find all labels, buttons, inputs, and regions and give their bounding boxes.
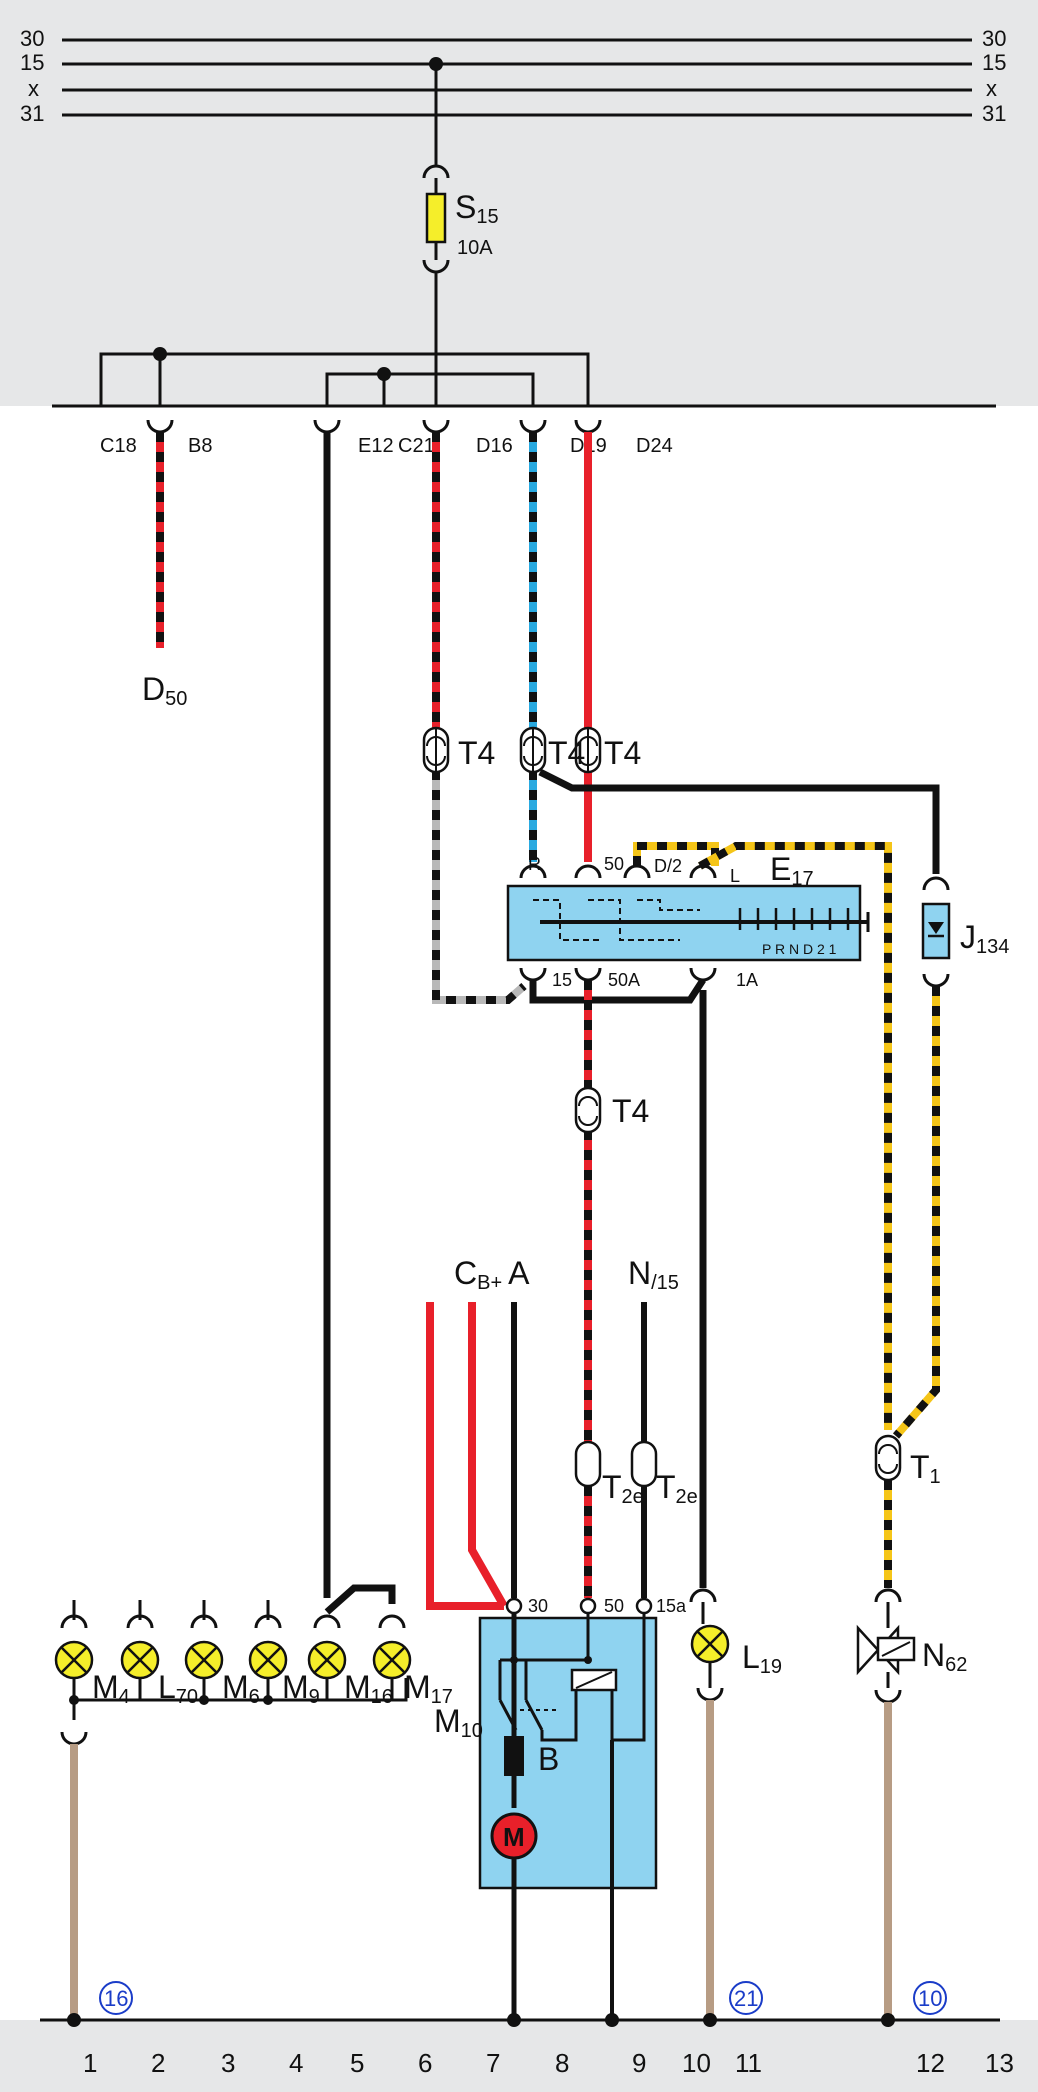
- starter-m10: [478, 1606, 658, 2020]
- t4-label-3: T4: [604, 735, 641, 771]
- column-number: 1: [83, 2048, 97, 2078]
- lamp-l19: [689, 1588, 730, 2020]
- valve-n62: [856, 1588, 916, 2020]
- rail-30-left: 30: [20, 26, 44, 51]
- lamp-l19-label: L19: [742, 1639, 782, 1678]
- column-number: 2: [151, 2048, 165, 2078]
- e17-pin-15: 15: [552, 970, 572, 990]
- lamp-m6-label: M6: [222, 1669, 260, 1708]
- ground-dots: [67, 2013, 895, 2027]
- t4-connector-marks: [426, 728, 598, 772]
- t2e-label-2: T2e: [656, 1469, 698, 1508]
- t4-label-4: T4: [612, 1093, 649, 1129]
- e17-pin-l: L: [730, 866, 740, 886]
- e17-pin-1a: 1A: [736, 970, 758, 990]
- rail-15-right: 15: [982, 50, 1006, 75]
- fuse-label: S15: [455, 189, 499, 228]
- j134-diode: [921, 876, 951, 988]
- ref-21: 21: [734, 1986, 758, 2011]
- lamp-l70-label: L70: [158, 1669, 198, 1708]
- e17-label: E17: [770, 851, 814, 890]
- wire-c21: [432, 432, 527, 1004]
- wire-cba: [426, 1302, 517, 1610]
- e17-pin-d2: D/2: [654, 856, 682, 876]
- lamp-m9-label: M9: [282, 1669, 320, 1708]
- starter-pin-circles: [505, 1597, 653, 1615]
- e17-pin-r: R: [528, 854, 541, 874]
- rail-15-left: 15: [20, 50, 44, 75]
- t4-lower-connector: [574, 1086, 602, 1134]
- cba-label: CB+A: [454, 1255, 530, 1294]
- lamp-l70: [120, 1600, 160, 1680]
- column-number: 10: [682, 2048, 711, 2078]
- wire-e12-lamps: [323, 432, 396, 1615]
- connector-e12: E12: [358, 435, 394, 457]
- lamp-m4-label: M4: [92, 1669, 130, 1708]
- t4-label-2: T4: [548, 735, 585, 771]
- fuse-s15: [422, 57, 450, 406]
- e17-gear-scale: P R N D 2 1: [762, 941, 837, 957]
- connector-b8: B8: [188, 435, 212, 457]
- junction-dot: [377, 367, 391, 381]
- ref-circles: [99, 1981, 947, 2015]
- t2e-label-1: T2e: [602, 1469, 644, 1508]
- lamp-m9: [248, 1600, 288, 1680]
- lamp-m16: [307, 1614, 347, 1680]
- valve-n62-label: N62: [922, 1637, 967, 1676]
- t2e-connectors: [574, 1440, 658, 1488]
- t1-connector: [874, 1434, 902, 1482]
- t1-label: T1: [910, 1449, 941, 1488]
- wire-e17-bottom: [529, 978, 707, 1588]
- junction-dot: [153, 347, 167, 361]
- column-number: 7: [486, 2048, 500, 2078]
- starter-pin-15a: 15a: [656, 1596, 687, 1616]
- lamp-m17-label: M17: [404, 1669, 453, 1708]
- connector-d24: D24: [636, 435, 673, 457]
- rail-x-left: x: [28, 76, 39, 101]
- connector-c21: C21: [398, 435, 435, 457]
- column-number: 8: [555, 2048, 569, 2078]
- lamp-m16-label: M16: [344, 1669, 393, 1708]
- rail-31-left: 31: [20, 101, 44, 126]
- connector-d16: D16: [476, 435, 513, 457]
- starter-b-label: B: [538, 1741, 559, 1777]
- wire-t4-j134: [538, 768, 940, 874]
- column-number: 9: [632, 2048, 646, 2078]
- lamp-m4: [54, 1600, 94, 1680]
- column-number: 6: [418, 2048, 432, 2078]
- lamp-m6: [184, 1600, 224, 1680]
- rails: [62, 38, 972, 117]
- wire-j134-t1: [892, 986, 940, 1439]
- t4-label-1: T4: [458, 735, 495, 771]
- connector-arcs: [146, 419, 602, 434]
- column-number: 11: [735, 2048, 762, 2078]
- e17-pin-50: 50: [604, 854, 624, 874]
- column-number: 13: [985, 2048, 1014, 2078]
- n15-label: N/15: [628, 1255, 679, 1294]
- ref-10: 10: [918, 1986, 942, 2011]
- e17-switch: [506, 884, 870, 962]
- rail-31-right: 31: [982, 101, 1006, 126]
- d50-label: D50: [142, 671, 187, 710]
- fuse-rating: 10A: [457, 237, 493, 259]
- column-number: 5: [350, 2048, 364, 2078]
- column-number: 4: [289, 2048, 303, 2078]
- lamp-group: [54, 1600, 412, 2020]
- starter-pin-30: 30: [528, 1596, 548, 1616]
- column-number: 3: [221, 2048, 235, 2078]
- bottom-panel: [0, 2020, 1038, 2092]
- column-number: 12: [916, 2048, 945, 2078]
- rail-30-right: 30: [982, 26, 1006, 51]
- ref-16: 16: [104, 1986, 128, 2011]
- connector-c18: C18: [100, 435, 137, 457]
- j134-label: J134: [960, 919, 1009, 958]
- e17-pin-50a: 50A: [608, 970, 640, 990]
- top-panel: [0, 0, 1038, 406]
- rail-x-right: x: [986, 76, 997, 101]
- m10-label: M10: [434, 1703, 483, 1742]
- starter-pin-50: 50: [604, 1596, 624, 1616]
- wire-e17-n62: [633, 842, 892, 1588]
- motor-label: M: [503, 1822, 525, 1852]
